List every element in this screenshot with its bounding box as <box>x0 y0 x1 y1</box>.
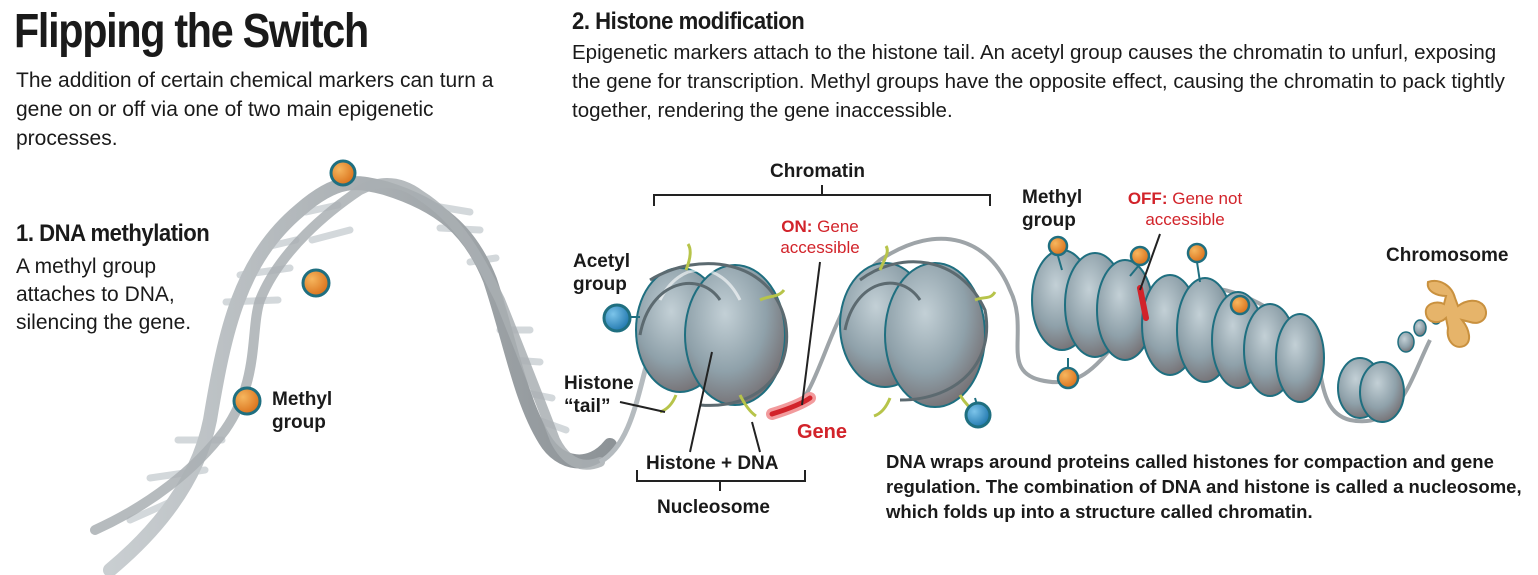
on-gene-accessible-label: ON: Gene accessible <box>764 216 876 258</box>
on-text: Gene accessible <box>780 217 860 257</box>
gene-segment-off <box>1137 285 1149 321</box>
page-title: Flipping the Switch <box>14 5 369 58</box>
chromosome-icon <box>1424 280 1488 348</box>
chromatin-bracket <box>653 185 991 206</box>
dna-methyl-markers <box>232 159 357 416</box>
off-prefix: OFF: <box>1127 189 1168 208</box>
dna-methyl-label: Methyl group <box>272 389 333 433</box>
on-prefix: ON: <box>781 217 813 236</box>
nucleosome-caption: DNA wraps around proteins called histone… <box>886 451 1522 522</box>
chromosome-label: Chromosome <box>1386 245 1509 266</box>
histone-methyl-markers <box>1047 235 1251 390</box>
chromatin-label: Chromatin <box>770 161 865 182</box>
section2-heading: 2. Histone modification <box>572 8 805 35</box>
nucleosome-1 <box>635 243 789 418</box>
off-text: Gene not accessible <box>1145 189 1243 229</box>
section1-heading: 1. DNA methylation <box>16 220 210 247</box>
intro-text: The addition of certain chemical markers… <box>16 69 494 150</box>
acetyl-group-label: Acetyl group <box>573 251 631 295</box>
section2-body: Epigenetic markers attach to the histone… <box>572 41 1505 122</box>
histone-tail-label: Histone “tail” <box>564 373 634 417</box>
nucleosome-2 <box>839 245 997 418</box>
histone-methyl-group-label: Methyl group <box>1022 187 1083 231</box>
leader-lines <box>619 233 1161 453</box>
nucleosome-label: Nucleosome <box>657 497 770 518</box>
off-gene-not-accessible-label: OFF: Gene not accessible <box>1120 188 1250 230</box>
histone-dna-label: Histone + DNA <box>646 453 779 474</box>
section1-body: A methyl group attaches to DNA, silencin… <box>16 255 192 334</box>
linker-dna <box>789 236 1432 424</box>
acetyl-markers <box>602 303 992 429</box>
dna-double-helix <box>90 176 663 575</box>
nucleosome-bracket <box>636 470 806 491</box>
compacted-chromatin <box>1031 249 1442 423</box>
gene-label: Gene <box>797 421 848 443</box>
